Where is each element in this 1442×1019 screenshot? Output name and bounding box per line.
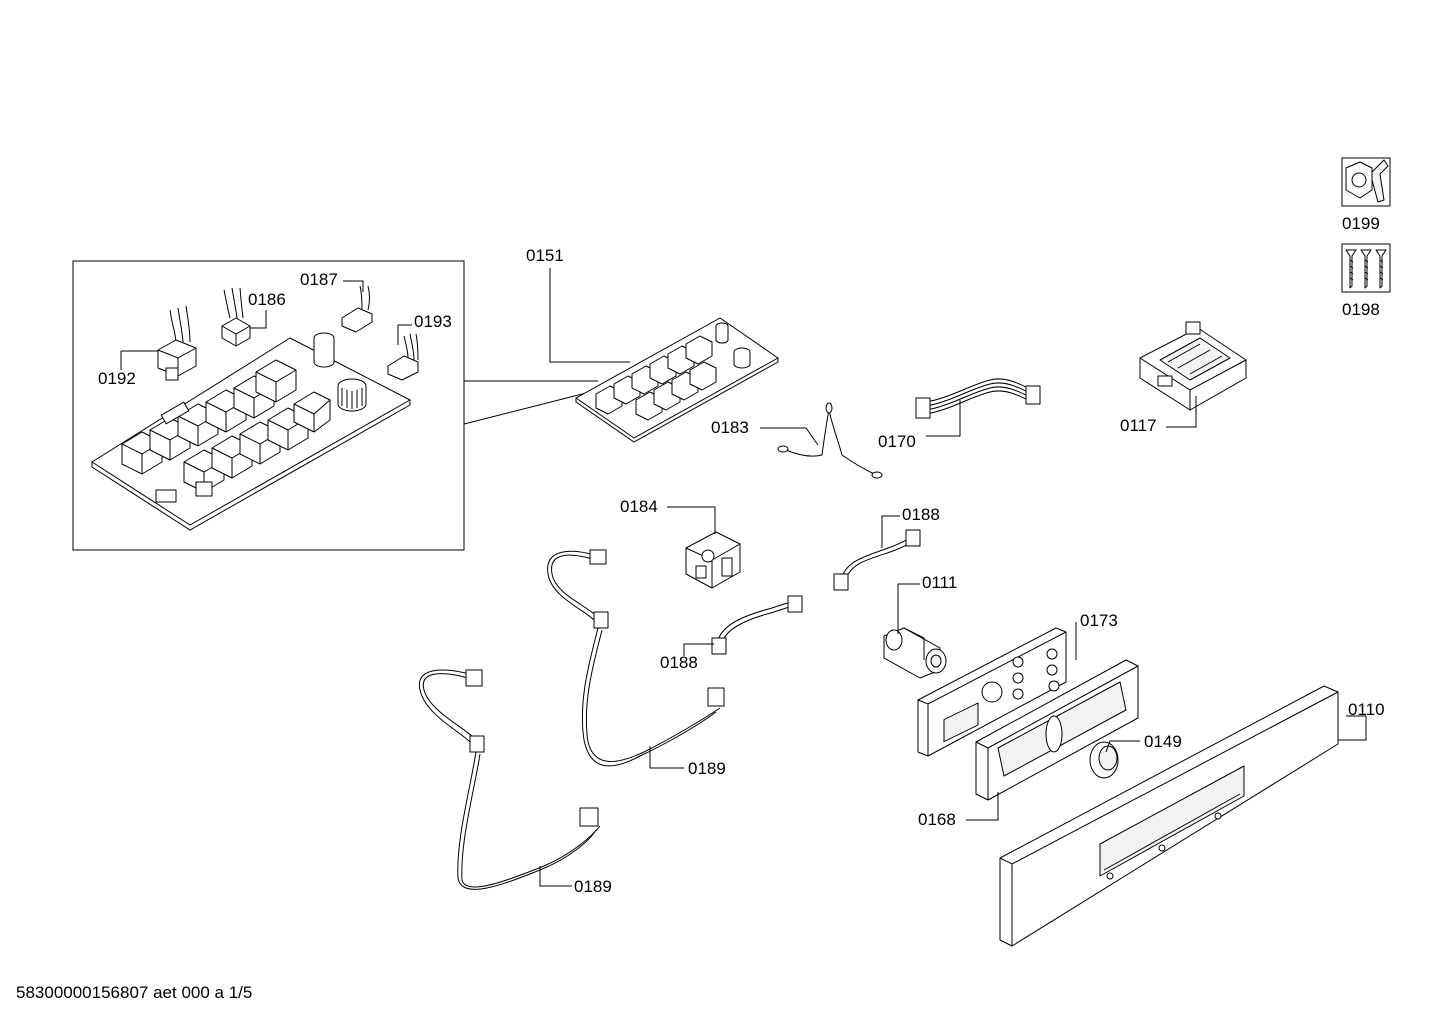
label-0187: 0187 xyxy=(300,270,338,289)
label-0184: 0184 xyxy=(620,497,658,516)
motor-0111 xyxy=(883,627,947,679)
label-0168: 0168 xyxy=(918,810,956,829)
document-code: 58300000156807 aet 000 a 1/5 xyxy=(16,983,252,1002)
connector-0186 xyxy=(221,287,251,347)
label-0186: 0186 xyxy=(248,290,286,309)
frame-0168 xyxy=(975,659,1139,801)
label-0198: 0198 xyxy=(1342,300,1380,319)
label-0111: 0111 xyxy=(922,573,957,592)
label-0173: 0173 xyxy=(1080,611,1118,630)
screws-icon xyxy=(1341,243,1391,293)
main-pcb-0151 xyxy=(575,317,779,443)
detail-box xyxy=(72,260,599,551)
label-0199: 0199 xyxy=(1342,214,1380,233)
control-panel-0110 xyxy=(999,685,1339,947)
connector-0187 xyxy=(341,285,373,333)
sensor-0183 xyxy=(777,402,883,479)
connector-0192 xyxy=(157,305,197,381)
connector-0193 xyxy=(387,333,419,381)
wrench-nut-icon xyxy=(1341,157,1391,207)
label-0183: 0183 xyxy=(711,418,749,437)
label-0192: 0192 xyxy=(98,369,136,388)
harness-0188-lower xyxy=(711,595,803,655)
label-0189-upper: 0189 xyxy=(688,759,726,778)
label-0189-lower: 0189 xyxy=(574,877,612,896)
label-0188-upper: 0188 xyxy=(902,505,940,524)
label-0110: 0110 xyxy=(1348,700,1385,719)
switch-0184 xyxy=(685,531,741,589)
label-0188-lower: 0188 xyxy=(660,653,698,672)
harness-0188-upper xyxy=(833,529,921,591)
label-0193: 0193 xyxy=(414,312,452,331)
display-board-0173 xyxy=(917,627,1067,757)
bracket-0117 xyxy=(1139,321,1247,411)
harness-0189-upper xyxy=(547,549,725,767)
knob-0149 xyxy=(1089,741,1119,779)
label-0170: 0170 xyxy=(878,432,916,451)
label-0117: 0117 xyxy=(1120,416,1157,435)
label-0149: 0149 xyxy=(1144,732,1182,751)
main-pcb-detail xyxy=(91,332,411,531)
ribbon-cable-0170 xyxy=(915,378,1041,419)
label-0151: 0151 xyxy=(526,246,564,265)
harness-0189-lower xyxy=(418,669,601,890)
